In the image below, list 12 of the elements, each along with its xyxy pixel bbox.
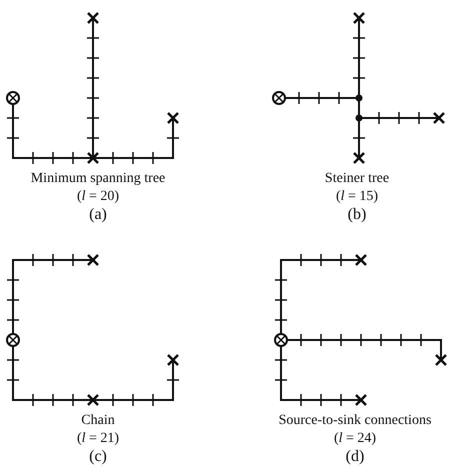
panel-label: (c) <box>89 448 107 465</box>
panel-label: (a) <box>89 206 107 223</box>
length-label: (l = 24) <box>334 430 376 447</box>
panel-caption: Minimum spanning tree <box>30 170 166 187</box>
panel-caption: Source-to-sink connections <box>278 412 432 429</box>
panel-caption: Chain <box>81 412 115 429</box>
length-label: (l = 20) <box>76 188 120 205</box>
panel-label: (d) <box>346 448 364 465</box>
length-label: (l = 15) <box>336 188 378 205</box>
length-label: (l = 21) <box>76 430 120 447</box>
panel-caption: Steiner tree <box>324 170 390 187</box>
panel-label: (b) <box>348 206 366 223</box>
